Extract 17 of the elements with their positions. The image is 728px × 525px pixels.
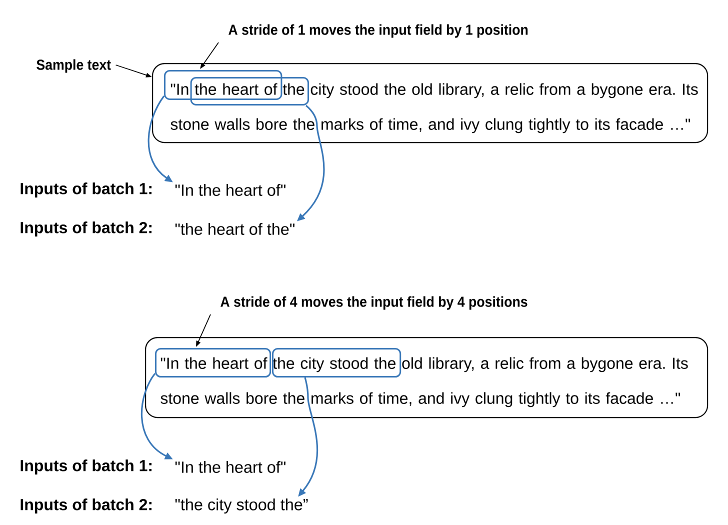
annotation-text: A stride of 4 moves the input field by 4 positions — [220, 296, 528, 310]
batch-text: "the heart of the" — [175, 223, 294, 235]
row-label: Inputs of batch 2: — [20, 498, 152, 514]
highlight-box — [272, 348, 402, 378]
annotation-text: A stride of 1 moves the input field by 1 position — [228, 24, 528, 38]
row-label: Inputs of batch 1: — [20, 182, 152, 198]
text-box: "In the heart of the city stood the old library, a relic from a bygone era. Its stone walls bore the marks of time, and ivy clung tightly to its facade …" — [152, 63, 708, 144]
batch-text: "In the heart of" — [175, 461, 286, 473]
highlight-box — [155, 348, 272, 378]
annotation-text: Sample text — [36, 59, 111, 73]
batch-text: "In the heart of" — [175, 184, 286, 196]
text-box: "In the heart of the city stood the old library, a relic from a bygone era. Its stone walls bore the marks of time, and ivy clung tightly to its facade …" — [145, 337, 708, 418]
highlight-box — [164, 70, 282, 100]
row-label: Inputs of batch 1: — [20, 460, 152, 474]
row-label: Inputs of batch 2: — [20, 222, 152, 236]
highlight-box — [190, 77, 309, 106]
batch-text: "the city stood the” — [175, 498, 308, 514]
